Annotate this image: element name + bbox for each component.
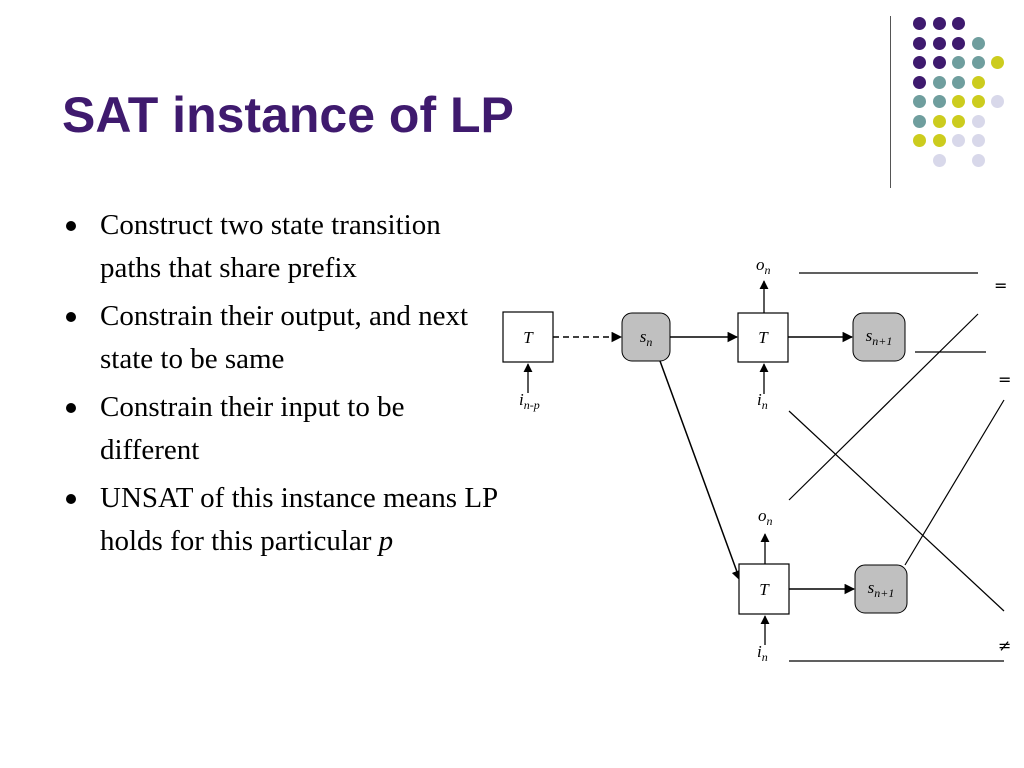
decorative-dot (971, 134, 985, 147)
transition-box-t1 (502, 311, 554, 363)
decorative-dot (952, 75, 965, 89)
bullet-item: Construct two state transition paths tha… (62, 204, 502, 290)
state-sn1-top-label: sn+1 (866, 326, 893, 348)
bullet-list: Construct two state transition paths tha… (62, 204, 502, 568)
decorative-dot (932, 17, 946, 30)
output-label-o-n-top: on (756, 255, 771, 277)
wire-input-top (788, 410, 1005, 612)
decorative-dot (952, 56, 965, 69)
decorative-dot (971, 95, 985, 108)
decorative-dot (991, 56, 1004, 69)
decorative-dot (952, 134, 965, 147)
transition-box-t2 (737, 312, 789, 363)
bullet-item: Constrain their output, and next state t… (62, 295, 502, 381)
wire-output-bottom (788, 313, 979, 501)
decorative-dot (932, 153, 946, 167)
equal-sign-output: = (994, 276, 1007, 295)
bullet-text: Constrain their input to be different (100, 391, 405, 466)
decorative-dot (971, 153, 985, 167)
decorative-dot (971, 56, 985, 69)
state-sn1-bottom (854, 564, 908, 614)
input-label-i-n-bottom: in (757, 642, 768, 664)
decorative-dot (932, 134, 946, 147)
transition-box-t2-label: T (758, 328, 769, 347)
decorative-dot (913, 134, 926, 147)
output-label-o-n-bottom: on (758, 506, 773, 528)
state-sn-label: sn (640, 327, 653, 349)
decorative-dot (913, 95, 926, 108)
equal-sign-state: = (998, 370, 1011, 389)
not-equal-sign-input: ≠ (998, 636, 1011, 655)
transition-box-t1-label: T (523, 328, 534, 347)
decorative-dot (971, 75, 985, 89)
decorative-dot (952, 36, 965, 50)
bullet-italic-variable: p (378, 525, 394, 557)
decorative-dot (991, 95, 1004, 108)
decorative-dot (952, 114, 965, 128)
decorative-dot (913, 75, 926, 89)
decorative-dot (932, 56, 946, 69)
decorative-dot (971, 114, 985, 128)
bullet-item: Constrain their input to be different (62, 386, 502, 472)
decorative-dot (952, 95, 965, 108)
wire-state-bottom (904, 399, 1005, 566)
bullet-text: Constrain their output, and next state t… (100, 300, 469, 375)
decorative-dot (913, 56, 926, 69)
decorative-dot (913, 36, 926, 50)
arrow-sn-to-t3 (659, 360, 742, 581)
state-sn1-bottom-label: sn+1 (868, 578, 895, 600)
bullet-text: Construct two state transition paths tha… (100, 209, 441, 284)
decorative-dot (971, 36, 985, 50)
input-label-i-n-top: in (757, 390, 768, 412)
bullet-text: UNSAT of this instance means LP holds fo… (100, 482, 498, 557)
transition-box-t3-label: T (759, 580, 770, 599)
decorative-dot (913, 114, 926, 128)
slide-title: SAT instance of LP (62, 87, 514, 143)
decorative-dot (932, 75, 946, 89)
state-sn1-top (852, 312, 906, 362)
decorative-dot (913, 17, 926, 30)
decorative-dot (932, 114, 946, 128)
transition-box-t3 (738, 563, 790, 615)
title-divider-line (890, 16, 891, 188)
decorative-dot (932, 95, 946, 108)
decorative-dot (932, 36, 946, 50)
decorative-dot (952, 17, 965, 30)
bullet-item: UNSAT of this instance means LP holds fo… (62, 477, 502, 563)
input-label-i-n-p: in-p (519, 390, 540, 412)
